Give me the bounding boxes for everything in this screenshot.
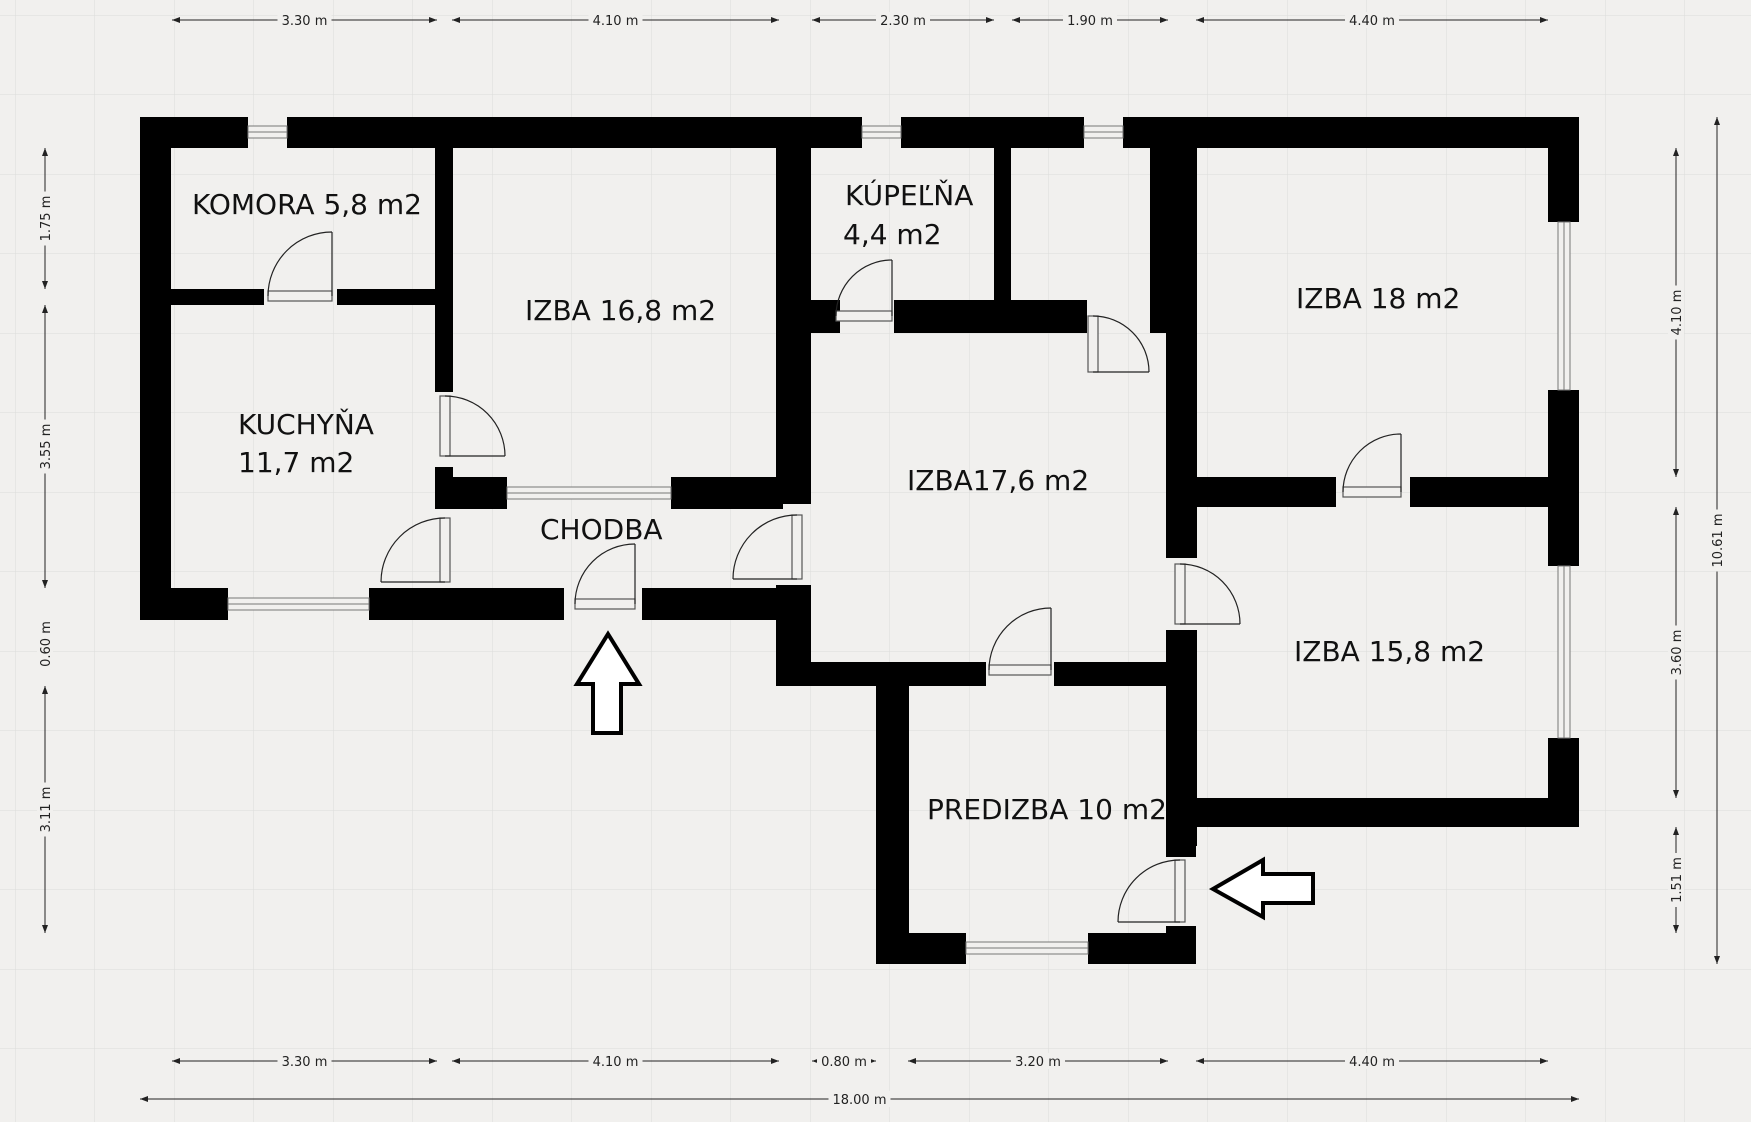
window <box>247 125 288 139</box>
wall-segment <box>811 300 840 333</box>
dimension-label: 3.11 m <box>39 787 54 833</box>
dimension-label: 3.30 m <box>282 14 328 29</box>
dimension-label: 3.60 m <box>1670 630 1685 676</box>
dimension-label: 1.75 m <box>39 196 54 242</box>
dimensions-bottom: 3.30 m 4.10 m 0.80 m 3.20 m 4.40 m 18.00 m <box>140 1053 1579 1108</box>
window <box>227 597 370 611</box>
wall-segment <box>140 117 171 620</box>
wall-segment <box>1197 477 1336 507</box>
dimension-label: 0.80 m <box>821 1055 867 1070</box>
entrance-arrow-up <box>573 630 643 735</box>
dimensions-left: 1.75 m 3.55 m 0.60 m 3.11 m <box>37 148 54 933</box>
room-label-predizba: PREDIZBA 10 m2 <box>927 793 1167 826</box>
door <box>380 517 451 583</box>
wall-segment <box>287 117 862 148</box>
door <box>1174 563 1241 625</box>
door <box>439 395 506 457</box>
room-labels: KOMORA 5,8 m2 IZBA 16,8 m2 KÚPEĽŇA 4,4 m… <box>192 178 1485 826</box>
window <box>1557 221 1571 391</box>
dimension-label: 4.40 m <box>1349 14 1395 29</box>
door <box>1117 859 1186 923</box>
wall-segment <box>337 289 437 305</box>
dimensions-top: 3.30 m 4.10 m 2.30 m 1.90 m 4.40 m <box>172 12 1548 29</box>
door <box>835 259 893 322</box>
room-label-kuchyna: KUCHYŇA 11,7 m2 <box>238 407 383 479</box>
room-label-izba-18: IZBA 18 m2 <box>1296 282 1460 315</box>
wall-segment <box>1548 390 1579 566</box>
dimension-label: 4.10 m <box>1670 290 1685 336</box>
wall-segment <box>435 148 453 392</box>
dimension-label: 1.51 m <box>1670 857 1685 903</box>
wall-segment <box>1123 117 1579 148</box>
room-label-izba-17-6: IZBA17,6 m2 <box>907 464 1089 497</box>
wall-segment <box>1197 798 1579 827</box>
wall-segment <box>1548 117 1579 222</box>
wall-segment <box>435 477 507 509</box>
window <box>861 125 902 139</box>
dimension-label: 10.61 m <box>1711 513 1726 567</box>
dimension-label: 3.55 m <box>39 424 54 470</box>
room-label-izba-16-8: IZBA 16,8 m2 <box>525 294 716 327</box>
door <box>1342 433 1402 498</box>
door <box>267 231 333 302</box>
wall-segment <box>776 117 811 504</box>
dimension-label: 3.30 m <box>282 1055 328 1070</box>
dimension-label: 0.60 m <box>39 621 54 667</box>
room-label-komora: KOMORA 5,8 m2 <box>192 188 422 221</box>
window <box>1557 565 1571 739</box>
wall-segment <box>901 117 1084 148</box>
room-label-chodba: CHODBA <box>540 513 663 546</box>
dimensions-right: 4.10 m 3.60 m 1.51 m 10.61 m <box>1668 117 1726 964</box>
dimension-label: 4.10 m <box>593 1055 639 1070</box>
dimension-label: 4.10 m <box>593 14 639 29</box>
dimension-label: 3.20 m <box>1015 1055 1061 1070</box>
wall-segment <box>776 662 986 686</box>
door <box>1087 315 1150 373</box>
wall-segment <box>642 588 784 620</box>
door <box>988 607 1052 676</box>
walls <box>140 117 1579 964</box>
wall-segment <box>894 300 1087 333</box>
windows <box>227 125 1571 955</box>
wall-segment <box>1150 148 1166 321</box>
window <box>965 941 1089 955</box>
room-label-kupelna: KÚPEĽŇA 4,4 m2 <box>843 178 982 251</box>
wall-segment <box>1166 630 1197 846</box>
dimension-label: 2.30 m <box>880 14 926 29</box>
dimension-label: 1.90 m <box>1067 14 1113 29</box>
wall-segment <box>140 588 228 620</box>
window <box>506 486 672 500</box>
doors <box>267 231 1402 923</box>
dimension-label: 4.40 m <box>1349 1055 1395 1070</box>
wall-segment <box>876 686 909 964</box>
wall-segment <box>1166 148 1197 558</box>
room-label-izba-15-8: IZBA 15,8 m2 <box>1294 635 1485 668</box>
wall-segment <box>876 933 966 964</box>
door <box>732 514 803 580</box>
door <box>574 543 636 610</box>
window <box>1083 125 1124 139</box>
entrance-arrow-left <box>1208 856 1315 921</box>
dimension-label: 18.00 m <box>832 1093 886 1108</box>
wall-segment <box>369 588 564 620</box>
wall-segment <box>671 477 783 509</box>
wall-segment <box>994 148 1011 300</box>
wall-segment <box>1166 827 1196 857</box>
wall-segment <box>1166 926 1196 964</box>
wall-segment <box>171 289 264 305</box>
